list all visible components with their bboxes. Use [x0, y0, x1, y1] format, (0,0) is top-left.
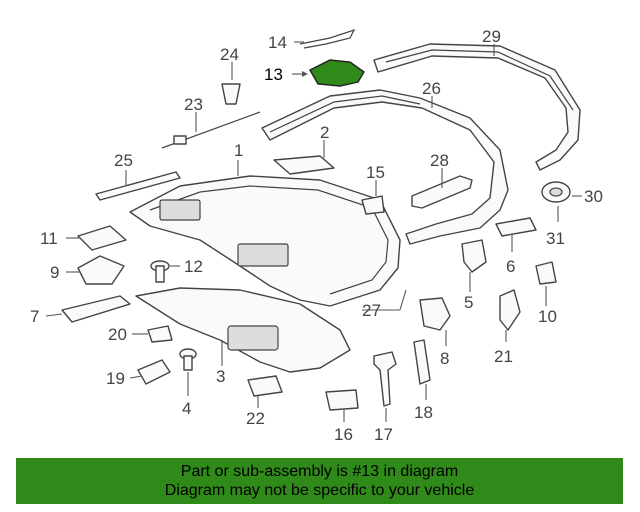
part-17-support[interactable] — [373, 351, 397, 407]
callout-9[interactable]: 9 — [50, 263, 59, 282]
part-2-pad[interactable] — [273, 155, 335, 175]
callout-28[interactable]: 28 — [430, 151, 449, 170]
part-29-seal-strip[interactable] — [373, 43, 581, 171]
part-16-block[interactable] — [325, 389, 359, 411]
callout-15[interactable]: 15 — [366, 163, 385, 182]
callout-13[interactable]: 13 — [264, 65, 283, 84]
part-18-bracket[interactable] — [413, 339, 431, 385]
callout-18[interactable]: 18 — [414, 403, 433, 422]
callout-3[interactable]: 3 — [216, 367, 225, 386]
callout-31[interactable]: 31 — [546, 229, 565, 248]
part-5-hinge[interactable] — [461, 239, 487, 273]
part-3-headliner[interactable] — [135, 287, 351, 373]
callout-10[interactable]: 10 — [538, 307, 557, 326]
part-20-bracket[interactable] — [147, 325, 173, 343]
callout-23[interactable]: 23 — [184, 95, 203, 114]
callout-11[interactable]: 11 — [40, 229, 58, 248]
callout-22[interactable]: 22 — [246, 409, 265, 428]
part-6-bracket[interactable] — [495, 217, 537, 237]
part-25-rod[interactable] — [95, 171, 181, 201]
part-4-fastener[interactable] — [179, 348, 197, 371]
part-1-roof-panel[interactable] — [129, 175, 401, 307]
part-10-cap[interactable] — [535, 261, 557, 285]
part-9-bracket[interactable] — [77, 255, 125, 285]
part-14-cable[interactable] — [299, 28, 356, 49]
notice-line-2: Diagram may not be specific to your vehi… — [164, 482, 475, 499]
callout-1[interactable]: 1 — [234, 141, 243, 160]
callout-5[interactable]: 5 — [464, 293, 473, 312]
part-28-weather-strip[interactable] — [411, 175, 473, 209]
notice-line-1: Part or sub-assembly is #13 in diagram — [180, 463, 459, 480]
leader-lines — [45, 41, 582, 422]
callout-16[interactable]: 16 — [334, 425, 353, 444]
callout-25[interactable]: 25 — [114, 151, 133, 170]
callout-29[interactable]: 29 — [482, 27, 501, 46]
callout-12[interactable]: 12 — [184, 257, 203, 276]
part-13-highlighted[interactable] — [309, 59, 365, 87]
callout-27[interactable]: 27 — [362, 301, 381, 320]
callout-6[interactable]: 6 — [506, 257, 515, 276]
diagram-notice-banner: Part or sub-assembly is #13 in diagram D… — [16, 458, 623, 504]
part-23-cable[interactable] — [161, 111, 261, 149]
part-30-knob[interactable] — [541, 181, 571, 203]
part-11-pad[interactable] — [77, 225, 127, 251]
part-26-frame-rail[interactable] — [261, 89, 509, 245]
part-15-clip[interactable] — [361, 195, 385, 215]
callout-14[interactable]: 14 — [268, 33, 287, 52]
callout-21[interactable]: 21 — [494, 347, 513, 366]
callout-20[interactable]: 20 — [108, 325, 127, 344]
callout-8[interactable]: 8 — [440, 349, 449, 368]
callout-7[interactable]: 7 — [30, 307, 39, 326]
callout-30[interactable]: 30 — [584, 187, 603, 206]
callout-2[interactable]: 2 — [320, 123, 329, 142]
callout-4[interactable]: 4 — [182, 399, 191, 418]
part-12-clip[interactable] — [150, 260, 170, 283]
part-21-link[interactable] — [499, 289, 521, 331]
part-8-hinge[interactable] — [419, 297, 451, 331]
callout-24[interactable]: 24 — [220, 45, 239, 64]
part-19-bracket[interactable] — [137, 359, 171, 385]
callout-19[interactable]: 19 — [106, 369, 125, 388]
part-7-bracket[interactable] — [61, 295, 131, 323]
part-24-clip[interactable] — [221, 83, 241, 105]
part-22-bracket[interactable] — [247, 375, 283, 397]
callout-26[interactable]: 26 — [422, 79, 441, 98]
callout-17[interactable]: 17 — [374, 425, 393, 444]
